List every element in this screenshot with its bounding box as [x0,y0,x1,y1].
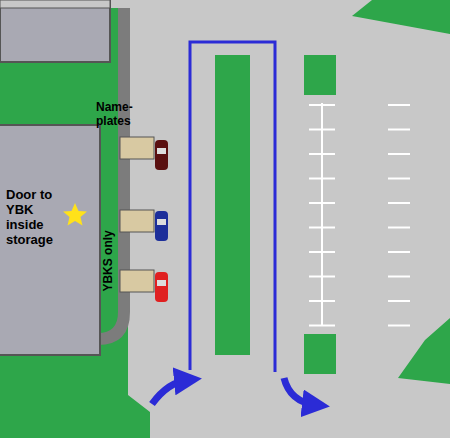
reserved-label: YBKS only [102,229,116,293]
place-label: Door to YBK inside storage [6,188,70,248]
island [304,334,336,374]
enter-arrow [152,380,188,404]
exit-arrow [284,378,316,405]
building [0,0,110,62]
car [155,140,168,170]
sign-label: Name-plates [96,101,150,129]
building-node: Door to YBK inside storage [2,125,100,355]
asphalt [128,0,450,438]
route-line [190,42,275,372]
island [304,55,336,95]
car [155,272,168,302]
parking-stalls [309,103,410,326]
nameplate-sign [120,210,154,232]
nameplate-sign [120,270,154,292]
door-star [63,203,87,226]
building-roof [0,0,110,8]
building [0,125,100,355]
island [215,55,250,355]
car [155,211,168,241]
nameplate-sign [120,137,154,159]
